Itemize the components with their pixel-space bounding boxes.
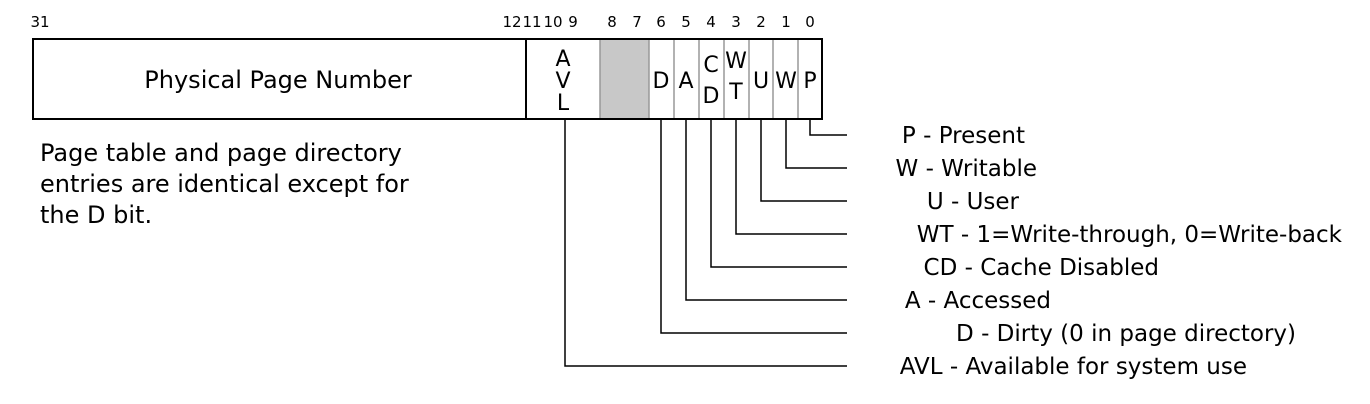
legend-cd: CD - Cache Disabled xyxy=(924,255,1159,281)
bit-2-label: 2 xyxy=(756,13,766,31)
legend-d: D - Dirty (0 in page directory) xyxy=(956,321,1296,347)
field-cd-d: D xyxy=(703,84,720,109)
field-labels: Physical Page Number A V L D A C D W T U… xyxy=(144,47,816,116)
bit-10-label: 10 xyxy=(543,13,562,31)
field-d: D xyxy=(653,69,670,94)
field-avl-v: V xyxy=(555,69,570,94)
leader-avl xyxy=(564,119,847,367)
legend-a: A - Accessed xyxy=(905,288,1051,314)
leader-cd xyxy=(710,119,847,268)
leader-a xyxy=(685,119,847,301)
bit-5-label: 5 xyxy=(681,13,691,31)
note-line: Page table and page directory xyxy=(40,139,402,167)
field-w: W xyxy=(775,69,797,94)
bit-numbers: 31 12 11 10 9 8 7 6 5 4 3 2 1 0 xyxy=(30,13,814,31)
bit-11-label: 11 xyxy=(522,13,541,31)
entry-register xyxy=(32,38,823,120)
bit-31-label: 31 xyxy=(30,13,49,31)
bit-7-label: 7 xyxy=(632,13,642,31)
field-wt-t: T xyxy=(728,80,743,105)
legend-wt: WT - 1=Write-through, 0=Write-back xyxy=(917,222,1343,248)
legend-avl: AVL - Available for system use xyxy=(900,354,1247,380)
field-avl-a: A xyxy=(555,47,570,72)
legend-w: W - Writable xyxy=(896,156,1037,182)
leader-d xyxy=(660,119,847,334)
bit-9-label: 9 xyxy=(568,13,578,31)
bit-6-label: 6 xyxy=(656,13,666,31)
bit-4-label: 4 xyxy=(706,13,716,31)
bit-12-label: 12 xyxy=(502,13,521,31)
bit-3-label: 3 xyxy=(731,13,741,31)
note-line: entries are identical except for xyxy=(40,170,409,199)
leader-u xyxy=(760,119,847,202)
register-outline xyxy=(32,38,823,120)
field-avl-l: L xyxy=(557,91,570,116)
legend-u: U - User xyxy=(927,189,1020,215)
field-dividers xyxy=(599,39,799,119)
note-line: the D bit. xyxy=(40,201,153,230)
bit-8-label: 8 xyxy=(607,13,617,31)
leader-w xyxy=(785,119,847,169)
note-text: Page table and page directory entries ar… xyxy=(40,138,480,232)
field-ppn: Physical Page Number xyxy=(144,66,412,94)
leader-p xyxy=(809,119,847,136)
leader-lines xyxy=(564,119,847,367)
field-u: U xyxy=(753,69,769,94)
field-cd-c: C xyxy=(703,53,718,78)
field-wt-w: W xyxy=(725,49,747,74)
legend-p: P - Present xyxy=(902,123,1025,149)
field-a: A xyxy=(678,69,693,94)
leader-wt xyxy=(735,119,847,235)
field-p: P xyxy=(803,69,816,94)
legend: P - Present W - Writable U - User WT - 1… xyxy=(896,123,1343,380)
bit-0-label: 0 xyxy=(805,13,815,31)
reserved-bits-fill xyxy=(600,39,649,119)
bit-1-label: 1 xyxy=(781,13,791,31)
